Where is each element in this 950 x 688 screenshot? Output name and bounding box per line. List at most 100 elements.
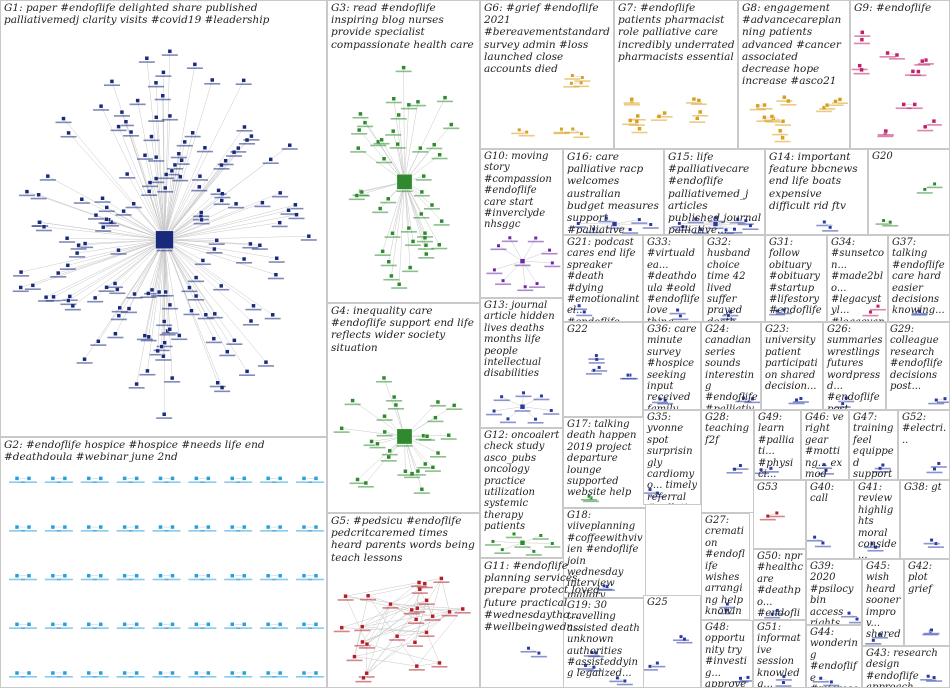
network-node	[14, 573, 20, 578]
node-label	[260, 530, 277, 532]
network-node	[248, 318, 254, 324]
edge	[502, 260, 523, 281]
network-node	[122, 573, 127, 578]
node-label	[642, 227, 659, 229]
node-label	[354, 629, 371, 632]
network-node	[242, 573, 247, 578]
edge	[397, 632, 427, 637]
network-node	[194, 524, 199, 530]
network-node	[134, 573, 139, 578]
network-node	[270, 312, 275, 318]
node-label	[164, 627, 181, 629]
network-node	[45, 173, 51, 179]
network-node	[658, 396, 663, 401]
network-node	[604, 584, 609, 589]
network-node	[86, 670, 91, 676]
network-node	[419, 189, 425, 195]
node-label	[152, 481, 169, 483]
node-label	[431, 157, 448, 160]
network-node	[64, 235, 70, 241]
cluster-graph	[769, 308, 792, 316]
network-node	[242, 622, 247, 627]
node-label	[161, 307, 178, 310]
network-node	[177, 333, 182, 338]
edge	[411, 608, 463, 611]
node-label	[139, 373, 156, 376]
network-node	[158, 476, 163, 481]
node-label	[718, 232, 735, 234]
node-label	[707, 227, 724, 230]
network-node	[65, 263, 71, 268]
cluster-g24: G24: canadian series sounds interesting …	[701, 322, 761, 410]
node-label	[629, 118, 646, 121]
node-label	[922, 633, 939, 636]
hub-node	[396, 428, 413, 445]
edge	[362, 600, 427, 627]
network-node	[423, 461, 428, 467]
network-node	[932, 181, 937, 186]
cluster-label: G16: care palliative racp welcomes austr…	[567, 151, 659, 235]
cluster-g23: G23: university patient participation sh…	[761, 322, 823, 410]
network-node	[390, 231, 395, 236]
node-label	[380, 201, 397, 204]
network-node	[193, 275, 199, 280]
node-label	[344, 403, 361, 406]
network-node	[622, 678, 627, 683]
network-node	[98, 573, 103, 578]
node-label	[107, 286, 124, 289]
cluster-g25: G25	[643, 595, 701, 688]
edge	[614, 219, 640, 225]
network-node	[570, 127, 575, 132]
node-label	[591, 370, 608, 372]
network-node	[386, 196, 391, 202]
cluster-graph	[484, 531, 561, 556]
node-label	[188, 481, 205, 483]
network-node	[277, 670, 283, 676]
network-node	[293, 202, 298, 208]
network-node	[123, 119, 129, 124]
node-label	[257, 365, 274, 367]
network-node	[412, 640, 418, 645]
cluster-graph	[865, 632, 888, 645]
edge	[404, 104, 410, 182]
network-node	[112, 281, 118, 286]
node-label	[412, 151, 429, 153]
node-label	[530, 655, 547, 658]
network-node	[362, 120, 368, 125]
node-label	[116, 676, 133, 678]
network-node	[358, 111, 363, 117]
node-label	[514, 264, 531, 267]
cluster-graph	[652, 396, 674, 405]
network-node	[55, 270, 61, 276]
edge	[404, 97, 446, 182]
network-node	[206, 622, 211, 627]
edge	[367, 595, 418, 667]
node-label	[219, 354, 236, 357]
network-node	[170, 622, 175, 627]
cluster-g15: G15: life #palliativecare #endoflife pal…	[664, 149, 765, 235]
network-node	[161, 412, 167, 417]
cluster-g11: G11: #endoflife planning services prepar…	[480, 558, 614, 688]
node-label	[80, 481, 97, 483]
node-label	[184, 135, 201, 138]
network-node	[134, 476, 139, 481]
network-node	[14, 476, 20, 481]
node-label	[346, 659, 363, 662]
network-node	[100, 224, 106, 230]
cluster-label: G17: talking death happen 2019 project d…	[567, 419, 640, 499]
node-label	[235, 83, 252, 86]
node-label	[236, 530, 253, 532]
cluster-g53: G53	[753, 480, 806, 549]
cluster-label: G9: #endoflife	[854, 2, 932, 14]
network-node	[419, 487, 425, 492]
edge	[341, 600, 427, 628]
network-node	[424, 630, 429, 635]
node-label	[726, 231, 743, 234]
node-label	[357, 485, 374, 488]
node-label	[148, 160, 165, 162]
cluster-g7: G7: #endoflife patients pharmacist role …	[614, 0, 738, 149]
node-label	[333, 630, 350, 633]
node-label	[31, 225, 48, 227]
node-label	[188, 578, 205, 581]
edge	[69, 239, 165, 297]
